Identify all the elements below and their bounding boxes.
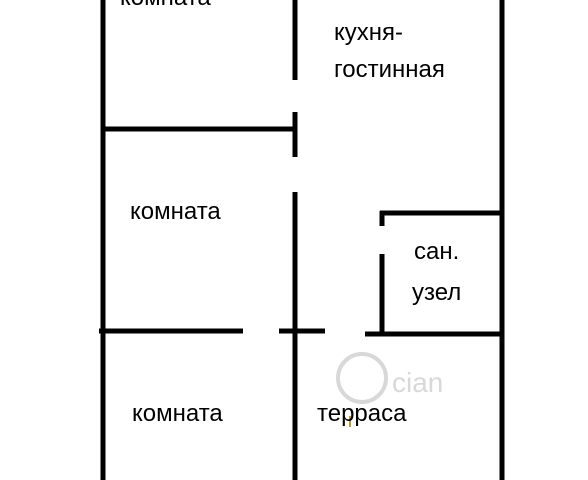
room-label-top: комната [120, 0, 211, 11]
bathroom-label-line1: сан. [414, 238, 459, 265]
kitchen-label-line1: кухня- [334, 19, 403, 46]
room-label-bottom: комната [132, 400, 223, 427]
kitchen-label-line2: гостинная [334, 56, 445, 83]
terrace-label: терраса [317, 400, 407, 427]
svg-text:cian: cian [392, 367, 443, 398]
room-label-middle: комната [130, 198, 221, 225]
bathroom-label-line2: узел [412, 279, 461, 306]
walls [99, 0, 505, 480]
watermark: cian [336, 352, 443, 404]
